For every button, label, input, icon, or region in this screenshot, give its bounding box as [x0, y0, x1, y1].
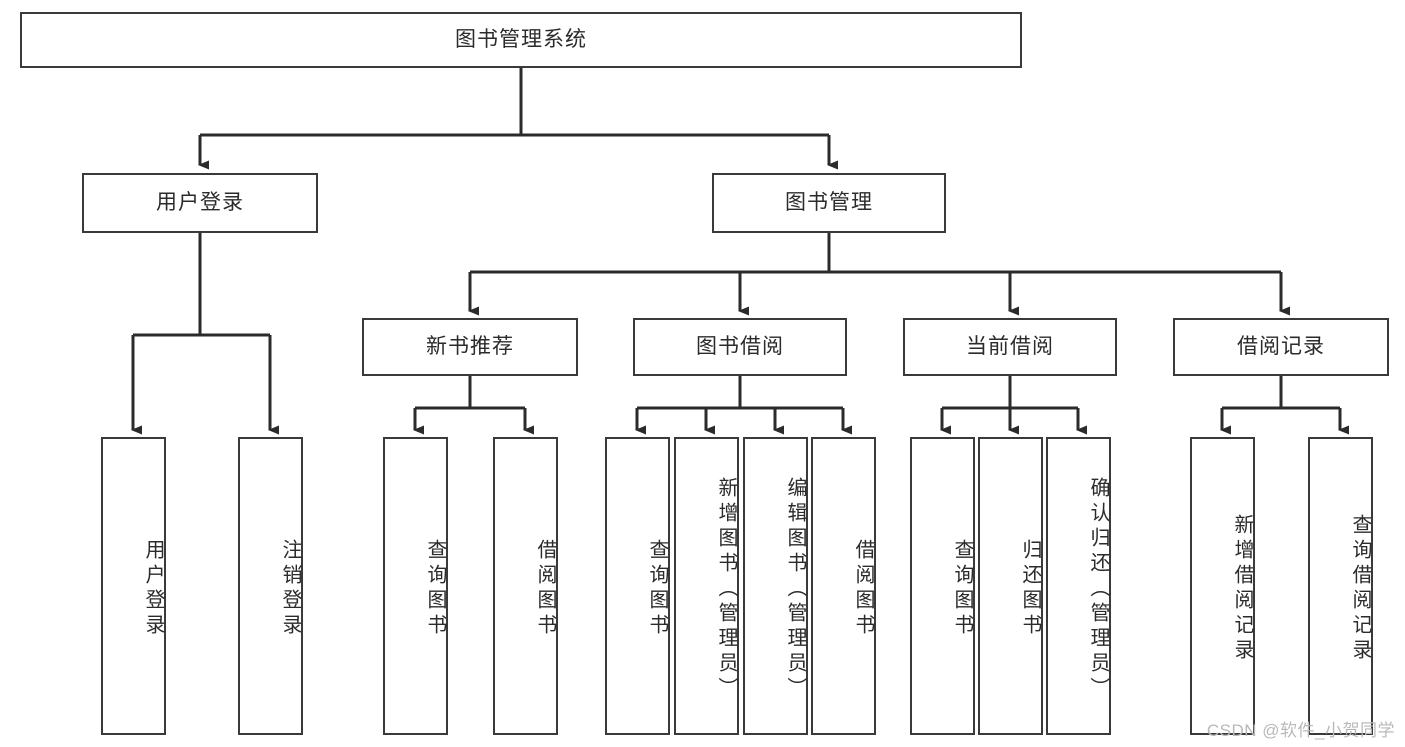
node-label: 图书管理系统: [455, 28, 587, 52]
node-label: 用户登录: [156, 191, 244, 215]
node-label: 新书推荐: [426, 335, 514, 359]
node-book-management[interactable]: 图书管理: [712, 173, 946, 233]
node-book-borrow[interactable]: 图书借阅: [633, 318, 847, 376]
node-user-login[interactable]: 用户登录: [82, 173, 318, 233]
node-label: 图书借阅: [696, 335, 784, 359]
node-label: 确认归还（管理员）: [1087, 476, 1109, 702]
node-label: 查询图书: [951, 539, 973, 639]
leaf-query-book-current[interactable]: 查询图书: [910, 437, 975, 735]
leaf-query-borrow-record[interactable]: 查询借阅记录: [1308, 437, 1373, 735]
leaf-borrow-book[interactable]: 借阅图书: [811, 437, 876, 735]
leaf-edit-book-admin[interactable]: 编辑图书（管理员）: [743, 437, 808, 735]
node-label: 当前借阅: [966, 335, 1054, 359]
leaf-logout[interactable]: 注销登录: [238, 437, 303, 735]
node-current-borrow[interactable]: 当前借阅: [903, 318, 1117, 376]
leaf-return-book[interactable]: 归还图书: [978, 437, 1043, 735]
node-new-book-recommend[interactable]: 新书推荐: [362, 318, 578, 376]
node-borrow-records[interactable]: 借阅记录: [1173, 318, 1389, 376]
leaf-confirm-return-admin[interactable]: 确认归还（管理员）: [1046, 437, 1111, 735]
node-label: 借阅记录: [1237, 335, 1325, 359]
node-label: 注销登录: [279, 539, 301, 639]
leaf-add-book-admin[interactable]: 新增图书（管理员）: [674, 437, 739, 735]
node-label: 新增借阅记录: [1231, 514, 1253, 664]
node-label: 查询图书: [646, 539, 668, 639]
leaf-add-borrow-record[interactable]: 新增借阅记录: [1190, 437, 1255, 735]
leaf-query-book-borrow[interactable]: 查询图书: [605, 437, 670, 735]
leaf-user-login[interactable]: 用户登录: [101, 437, 166, 735]
watermark: CSDN @软件_小贺同学: [1206, 721, 1395, 740]
node-label: 归还图书: [1019, 539, 1041, 639]
node-label: 用户登录: [142, 539, 164, 639]
node-label: 新增图书（管理员）: [715, 476, 737, 702]
node-label: 借阅图书: [534, 539, 556, 639]
node-root-library-system[interactable]: 图书管理系统: [20, 12, 1022, 68]
node-label: 借阅图书: [852, 539, 874, 639]
leaf-query-book-recommend[interactable]: 查询图书: [383, 437, 448, 735]
node-label: 编辑图书（管理员）: [784, 476, 806, 702]
node-label: 查询借阅记录: [1349, 514, 1371, 664]
node-label: 图书管理: [785, 191, 873, 215]
leaf-borrow-book-recommend[interactable]: 借阅图书: [493, 437, 558, 735]
node-label: 查询图书: [424, 539, 446, 639]
